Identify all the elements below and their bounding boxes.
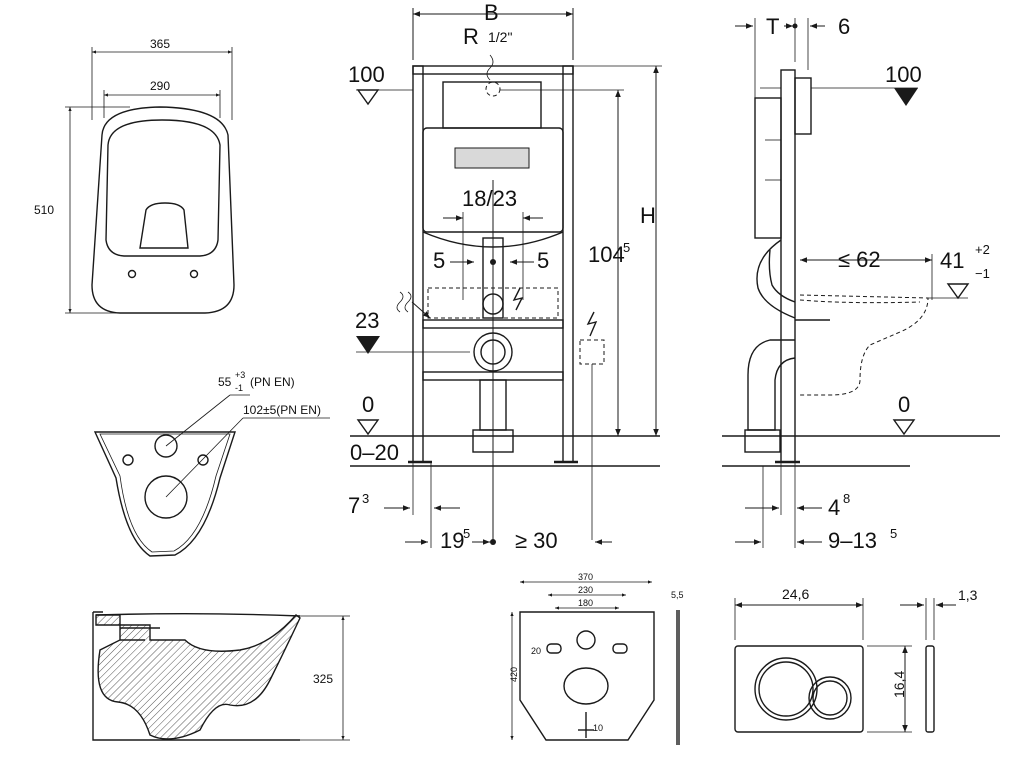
- supply-connection: [485, 81, 501, 97]
- plate-slot-10-label: 10: [593, 723, 603, 733]
- frame-side-view: T 6 100 ≤ 62 41 +2 −1 0: [722, 14, 1000, 553]
- bowl-top-view: 55 +3 -1 (PN EN) 102±5(PN EN): [93, 370, 330, 557]
- seat-hole-right: [189, 269, 199, 279]
- flush-plate: 24,6 16,4 1,3: [734, 586, 978, 733]
- seat-top-view: 365 290 510: [34, 37, 235, 314]
- frame-width-label: B: [484, 0, 499, 25]
- flush-plate-side: [925, 645, 935, 733]
- seat-hole-left: [127, 269, 137, 279]
- hole-small-tol-minus: -1: [235, 383, 243, 393]
- seat-width-outer-label: 365: [150, 37, 170, 51]
- flush-button-small[interactable]: [808, 676, 852, 720]
- bowl-projection-label: ≤ 62: [838, 247, 881, 272]
- seat-height-tol-minus: −1: [975, 266, 990, 281]
- plate-width-mid-label: 230: [578, 585, 593, 595]
- side-level-100-label: 100: [885, 62, 922, 87]
- bowl-section-hatch: [95, 614, 301, 740]
- side-level-0-label: 0: [898, 392, 910, 417]
- side-foot-sup: 8: [843, 491, 850, 506]
- anchor-right-label: 5: [537, 248, 549, 273]
- seat-height-label: 41: [940, 248, 964, 273]
- frame-left-post: [412, 65, 424, 463]
- mounting-plate: 370 230 180 420 20 10 5,5: [509, 572, 684, 745]
- flush-thickness-label: 1,3: [958, 587, 978, 603]
- hole-small-standard: (PN EN): [250, 375, 295, 389]
- frame-top-rail: [412, 65, 574, 75]
- hole-large-label: 102±5(PN EN): [243, 403, 321, 417]
- flush-width-label: 24,6: [782, 586, 809, 602]
- bowl-height-label: 325: [313, 672, 333, 686]
- flush-plate-body: [734, 645, 864, 733]
- wall-offset-label: 9–13: [828, 528, 877, 553]
- seat-outline: [91, 106, 235, 314]
- anchor-spacing-label: 18/23: [462, 186, 517, 211]
- plate-thickness-label: 5,5: [671, 590, 684, 600]
- flush-button-large[interactable]: [754, 657, 818, 721]
- side-depth-label: T: [766, 14, 779, 39]
- cistern-top: [442, 81, 542, 129]
- seat-width-inner-label: 290: [150, 79, 170, 93]
- frame-height-label: H: [640, 203, 656, 228]
- anchor-left-label: 5: [433, 248, 445, 273]
- level-100-label: 100: [348, 62, 385, 87]
- bowl-side-section: 325: [92, 611, 350, 741]
- foot-7-sup: 3: [362, 491, 369, 506]
- flush-height-label: 16,4: [891, 671, 907, 698]
- level-0-label: 0: [362, 392, 374, 417]
- supply-label: R: [463, 24, 479, 49]
- supply-size: 1/2": [488, 29, 512, 45]
- frame-front-view: B R 1/2" 18/23 5 5: [348, 0, 662, 553]
- frame-right-post: [562, 65, 574, 463]
- side-depth-6-label: 6: [838, 14, 850, 39]
- hole-small-label: 55: [218, 375, 232, 389]
- bowl-bolt-left: [122, 454, 134, 466]
- bowl-top-outline: [93, 431, 236, 557]
- offset-19-label: 19: [440, 528, 464, 553]
- electric-socket: [579, 339, 605, 365]
- wall-offset-sup: 5: [890, 526, 897, 541]
- cistern-opening: [454, 147, 530, 169]
- plate-height-label: 420: [509, 667, 519, 682]
- side-foot-label: 4: [828, 495, 840, 520]
- height-104-sup: 5: [623, 240, 630, 255]
- clearance-30-label: ≥ 30: [515, 528, 558, 553]
- seat-hinge-block: [139, 202, 189, 249]
- side-cistern: [754, 97, 782, 239]
- seat-height-tol-plus: +2: [975, 242, 990, 257]
- plate-width-outer-label: 370: [578, 572, 593, 582]
- bowl-hole-large: [144, 475, 188, 519]
- plate-width-inner-label: 180: [578, 598, 593, 608]
- side-post: [780, 69, 796, 463]
- level-23-label: 23: [355, 308, 379, 333]
- seat-depth-label: 510: [34, 203, 54, 217]
- hole-small-tol-plus: +3: [235, 370, 245, 380]
- lid-outline: [105, 119, 221, 257]
- offset-19-sup: 5: [463, 526, 470, 541]
- plate-outline: [519, 611, 655, 741]
- level-0-20-label: 0–20: [350, 440, 399, 465]
- side-bowl-outline: [799, 294, 929, 396]
- foot-7-label: 7: [348, 493, 360, 518]
- side-flush-plate: [794, 77, 812, 135]
- bowl-bolt-right: [197, 454, 209, 466]
- height-104-label: 104: [588, 242, 625, 267]
- plate-hole-20-label: 20: [531, 646, 541, 656]
- bowl-hole-small: [154, 434, 178, 458]
